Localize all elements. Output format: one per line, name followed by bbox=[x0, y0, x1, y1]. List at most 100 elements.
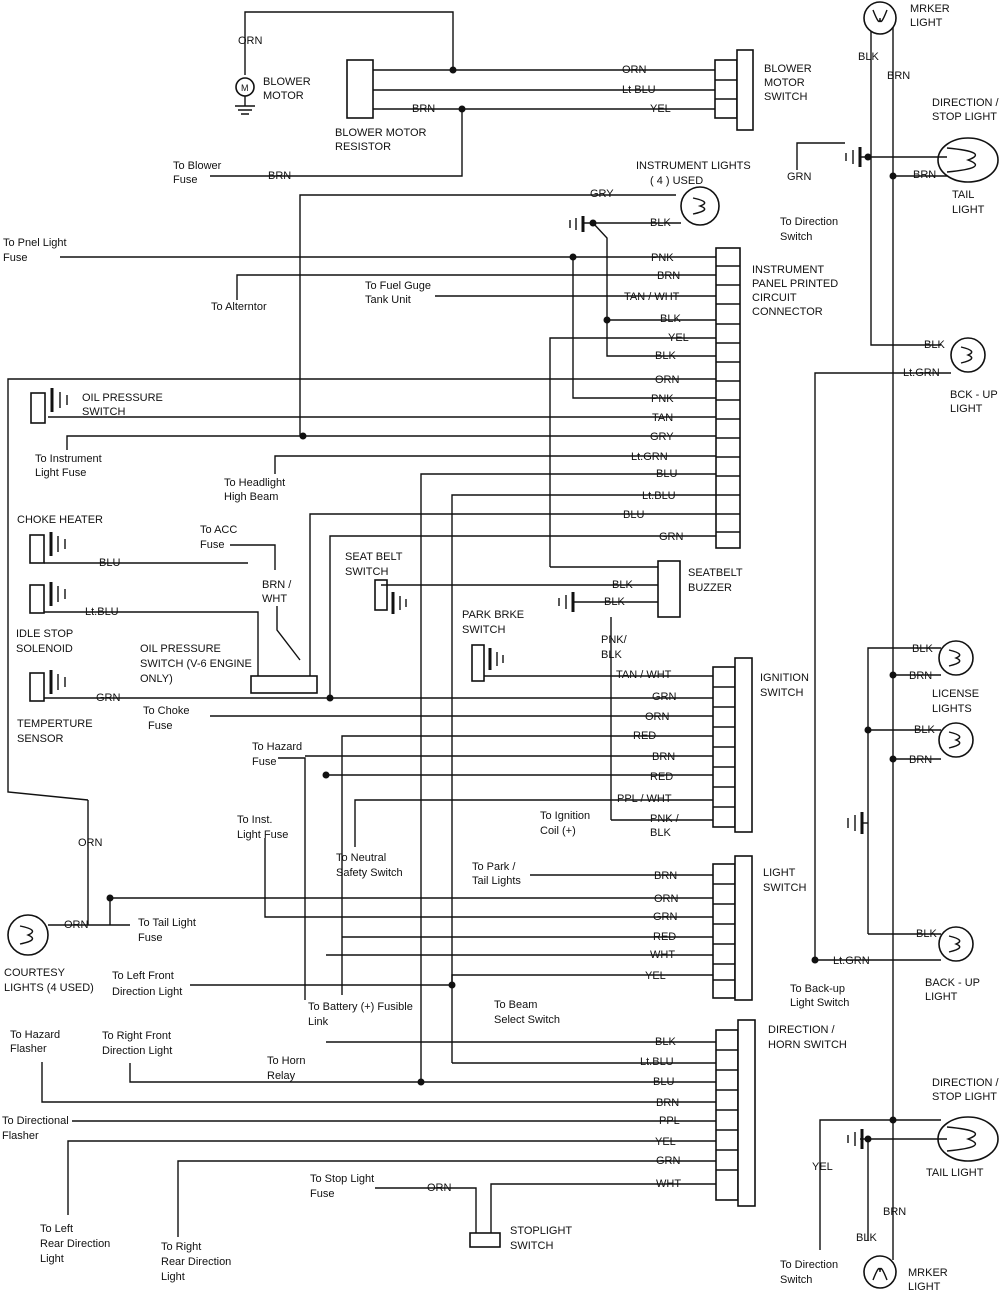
wire-label-pnkblk-1: PNK/ bbox=[601, 634, 628, 646]
wire-label-brn-mkr2: BRN bbox=[883, 1206, 906, 1218]
wire-label-ppl-dh: PPL bbox=[659, 1115, 680, 1127]
wire-label-red-ign2: RED bbox=[650, 771, 673, 783]
wire-label-gry-ip: GRY bbox=[650, 431, 674, 443]
ignition-switch-label-1: IGNITION bbox=[760, 672, 809, 684]
seatbelt-buzzer-label-2: BUZZER bbox=[688, 582, 732, 594]
wire-label-blk-ip1: BLK bbox=[660, 313, 681, 325]
ref-to-right-rear-3: Light bbox=[161, 1271, 185, 1283]
blower-resistor-label-2: RESISTOR bbox=[335, 141, 391, 153]
ref-to-pnel-fuse-2: Fuse bbox=[3, 252, 27, 264]
park-brake-label-2: SWITCH bbox=[462, 624, 505, 636]
blower-resistor-label-1: BLOWER MOTOR bbox=[335, 127, 427, 139]
stoplight-label-2: SWITCH bbox=[510, 1240, 553, 1252]
blower-switch-label-1: BLOWER bbox=[764, 63, 812, 75]
ref-to-battery-2: Link bbox=[308, 1016, 329, 1028]
ref-to-horn-relay-1: To Horn bbox=[267, 1055, 306, 1067]
stoplight-switch-block bbox=[469, 1232, 501, 1248]
ref-to-hazard-fuse-2: Fuse bbox=[252, 756, 276, 768]
choke-heater-label: CHOKE HEATER bbox=[17, 514, 103, 526]
ref-to-left-rear-2: Rear Direction bbox=[40, 1238, 110, 1250]
wire-label-yel-ls: YEL bbox=[645, 970, 666, 982]
oil-switch-label-2: SWITCH bbox=[82, 406, 125, 418]
wire-label-brn-dh: BRN bbox=[656, 1097, 679, 1109]
wire-label-ltblu-ip: Lt.BLU bbox=[642, 490, 676, 502]
ref-to-stop-fuse-1: To Stop Light bbox=[310, 1173, 374, 1185]
license-lights-label-2: LIGHTS bbox=[932, 703, 972, 715]
wire-label-orn-ip: ORN bbox=[655, 374, 680, 386]
ref-to-left-rear-1: To Left bbox=[40, 1223, 73, 1235]
ref-to-choke-fuse-1: To Choke bbox=[143, 705, 189, 717]
wire-label-red-ls: RED bbox=[653, 931, 676, 943]
ref-to-blower-fuse-1: To Blower bbox=[173, 160, 222, 172]
wire-label-ltblu-idle: Lt.BLU bbox=[85, 606, 119, 618]
stoplight-switch: To Stop Light Fuse ORN STOPLIGHT SWITCH bbox=[310, 1173, 572, 1252]
wire-label-brn-fuse: BRN bbox=[268, 170, 291, 182]
ref-to-headlight-1: To Headlight bbox=[224, 477, 285, 489]
wire-label-wht-dh: WHT bbox=[656, 1178, 681, 1190]
wire-label-brn-ip: BRN bbox=[657, 270, 680, 282]
ref-to-hazard-flasher-2: Flasher bbox=[10, 1043, 47, 1055]
ref-to-beam-select-1: To Beam bbox=[494, 999, 537, 1011]
blower-switch-terminals bbox=[714, 59, 738, 119]
ref-to-fuel-gauge-2: Tank Unit bbox=[365, 294, 411, 306]
license-lights-label-1: LICENSE bbox=[932, 688, 979, 700]
wire-label-grn-ip: GRN bbox=[659, 531, 684, 543]
ref-to-choke-fuse-2: Fuse bbox=[148, 720, 172, 732]
ref-to-ign-coil-1: To Ignition bbox=[540, 810, 590, 822]
direction-horn-switch: DIRECTION / HORN SWITCH BLK Lt.BLU BLU T… bbox=[2, 1019, 847, 1283]
ref-to-park-tail-1: To Park / bbox=[472, 861, 516, 873]
wire-label-orn-courtesy: ORN bbox=[64, 919, 89, 931]
wire-label-blu-dh: BLU bbox=[653, 1076, 674, 1088]
wire-label-blk-dh: BLK bbox=[655, 1036, 676, 1048]
light-switch-label-2: SWITCH bbox=[763, 882, 806, 894]
wire-label-pnk-1: PNK bbox=[651, 252, 674, 264]
ref-to-right-rear-1: To Right bbox=[161, 1241, 201, 1253]
backup-top-label-1: BCK - UP bbox=[950, 389, 998, 401]
wire-label-ltgrn-bu1: Lt.GRN bbox=[903, 367, 940, 379]
ref-to-stop-fuse-2: Fuse bbox=[310, 1188, 334, 1200]
ref-to-neutral-2: Safety Switch bbox=[336, 867, 403, 879]
ref-to-ign-coil-2: Coil (+) bbox=[540, 825, 576, 837]
blower-switch-label-3: SWITCH bbox=[764, 91, 807, 103]
seatbelt-circuit: SEAT BELT SWITCH BLK BLK SEATBELT BUZZER… bbox=[345, 551, 743, 820]
ref-to-dir-flasher-1: To Directional bbox=[2, 1115, 69, 1127]
to-direction-switch-bottom-2: Switch bbox=[780, 1274, 812, 1286]
wire-label-pnkblk2-1: PNK / bbox=[650, 813, 680, 825]
wire-label-brn-ign: BRN bbox=[652, 751, 675, 763]
wire-label-blk-sb2: BLK bbox=[604, 596, 625, 608]
light-switch-label-1: LIGHT bbox=[763, 867, 796, 879]
ref-to-tail-fuse-2: Fuse bbox=[138, 932, 162, 944]
marker-bottom-label-2: LIGHT bbox=[908, 1281, 941, 1293]
ref-to-right-front-2: Direction Light bbox=[102, 1045, 172, 1057]
dir-stop-bottom-label-2: STOP LIGHT bbox=[932, 1091, 997, 1103]
marker-top-label-1: MRKER bbox=[910, 3, 950, 15]
ref-to-park-tail-2: Tail Lights bbox=[472, 875, 521, 887]
idle-stop-label-2: SOLENOID bbox=[16, 643, 73, 655]
ip-connector-block bbox=[715, 247, 741, 549]
wire-label-brn-ls: BRN bbox=[654, 870, 677, 882]
ref-to-hazard-flasher-1: To Hazard bbox=[10, 1029, 60, 1041]
light-switch-body bbox=[734, 855, 753, 1001]
instrument-lights-label-1: INSTRUMENT LIGHTS bbox=[636, 160, 751, 172]
wire-label-ltblu-sw: Lt BLU bbox=[622, 84, 656, 96]
instrument-lights-label-2: ( 4 ) USED bbox=[650, 175, 703, 187]
wire-label-orn-blower: ORN bbox=[238, 35, 263, 47]
instrument-panel-circuit: GRY INSTRUMENT LIGHTS ( 4 ) USED BLK INS… bbox=[3, 160, 838, 1082]
dir-horn-label-2: HORN SWITCH bbox=[768, 1039, 847, 1051]
ip-connector-label-2: PANEL PRINTED bbox=[752, 278, 838, 290]
ref-to-instr-fuse-1: To Instrument bbox=[35, 453, 102, 465]
wire-label-orn-courtesy-v: ORN bbox=[78, 837, 103, 849]
wire-label-blk-inst: BLK bbox=[650, 217, 671, 229]
dir-stop-top-label-2: STOP LIGHT bbox=[932, 111, 997, 123]
wire-label-brn-mkr1: BRN bbox=[887, 70, 910, 82]
wire-label-pplwht-ign: PPL / WHT bbox=[617, 793, 672, 805]
to-backup-switch-2: Light Switch bbox=[790, 997, 849, 1009]
wire-label-tan-ip: TAN bbox=[652, 412, 673, 424]
wire-label-blk-lic1: BLK bbox=[912, 643, 933, 655]
ref-to-tail-fuse-1: To Tail Light bbox=[138, 917, 196, 929]
wire-label-orn-stop: ORN bbox=[427, 1182, 452, 1194]
ref-to-neutral-1: To Neutral bbox=[336, 852, 386, 864]
temp-sensor-label-1: TEMPERTURE bbox=[17, 718, 93, 730]
backup-bottom-label-2: LIGHT bbox=[925, 991, 958, 1003]
